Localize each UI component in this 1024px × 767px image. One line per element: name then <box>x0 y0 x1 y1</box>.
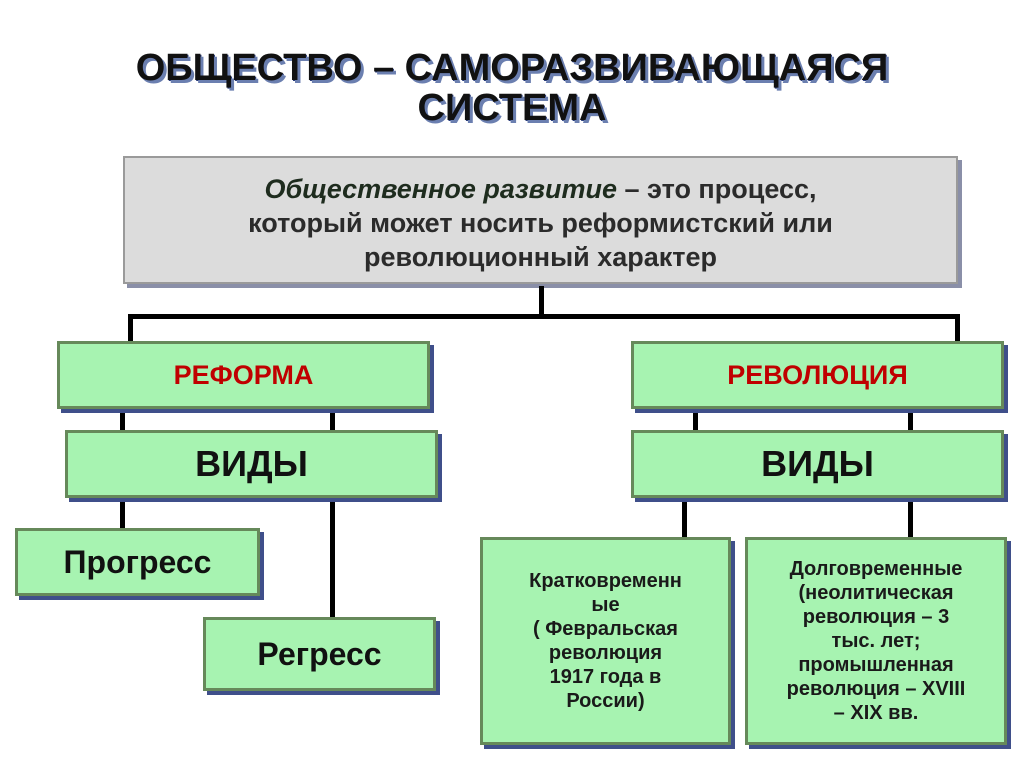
revolution-types-box: ВИДЫ <box>631 430 1004 498</box>
long-line-4: тыс. лет; <box>831 630 921 652</box>
reform-box: РЕФОРМА <box>57 341 430 409</box>
short-line-6: России) <box>566 690 645 712</box>
definition-box: Общественное развитие – это процесс, кот… <box>123 156 958 284</box>
long-line-5: промышленная <box>798 654 954 676</box>
short-line-5: 1917 года в <box>549 666 662 688</box>
revolution-label: РЕВОЛЮЦИЯ <box>727 359 908 390</box>
long-line-1: Долговременные <box>789 558 963 580</box>
short-line-4: революция <box>548 642 663 664</box>
connector-top-horizontal <box>128 314 960 319</box>
connector-reform-vidy-2 <box>330 408 335 434</box>
long-line-6: революция – XVIII <box>786 678 966 700</box>
page-title: ОБЩЕСТВО – САМОРАЗВИВАЮЩАЯСЯ СИСТЕМА <box>0 48 1024 128</box>
connector-left-drop <box>128 314 133 344</box>
reform-types-label: ВИДЫ <box>195 443 308 484</box>
long-term-box: Долговременные (неолитическая революция … <box>745 537 1007 745</box>
connector-right-drop <box>955 314 960 344</box>
short-line-3: ( Февральская <box>533 618 678 640</box>
definition-line-3: революционный характер <box>363 242 718 272</box>
long-line-7: – XIX вв. <box>833 702 919 724</box>
definition-term: Общественное развитие <box>264 174 617 204</box>
revolution-types-label: ВИДЫ <box>761 443 874 484</box>
long-line-3: революция – 3 <box>802 606 950 628</box>
short-term-text: Кратковременн ые ( Февральская революция… <box>525 569 686 713</box>
progress-box: Прогресс <box>15 528 260 596</box>
regress-label: Регресс <box>257 635 382 672</box>
short-line-2: ые <box>591 594 620 616</box>
long-term-text: Долговременные (неолитическая революция … <box>783 557 970 725</box>
connector-vidy-regress <box>330 497 335 619</box>
short-term-box: Кратковременн ые ( Февральская революция… <box>480 537 731 745</box>
regress-box: Регресс <box>203 617 436 691</box>
connector-vidy-short <box>682 497 687 539</box>
long-line-2: (неолитическая <box>798 582 954 604</box>
title-line-1: ОБЩЕСТВО – САМОРАЗВИВАЮЩАЯСЯ <box>135 47 889 89</box>
reform-types-box: ВИДЫ <box>65 430 438 498</box>
connector-top-vertical <box>539 286 544 318</box>
connector-reform-vidy-1 <box>120 408 125 434</box>
title-line-2: СИСТЕМА <box>417 87 607 129</box>
connector-revolution-vidy-2 <box>908 408 913 434</box>
progress-label: Прогресс <box>63 543 212 580</box>
definition-line-1: Общественное развитие – это процесс, <box>125 172 956 206</box>
definition-line-2: который может носить реформистский или <box>248 208 833 238</box>
reform-label: РЕФОРМА <box>173 359 314 390</box>
short-line-1: Кратковременн <box>529 570 682 592</box>
definition-text-1: – это процесс, <box>617 174 817 204</box>
revolution-box: РЕВОЛЮЦИЯ <box>631 341 1004 409</box>
connector-vidy-progress <box>120 497 125 531</box>
connector-revolution-vidy-1 <box>693 408 698 434</box>
connector-vidy-long <box>908 497 913 539</box>
